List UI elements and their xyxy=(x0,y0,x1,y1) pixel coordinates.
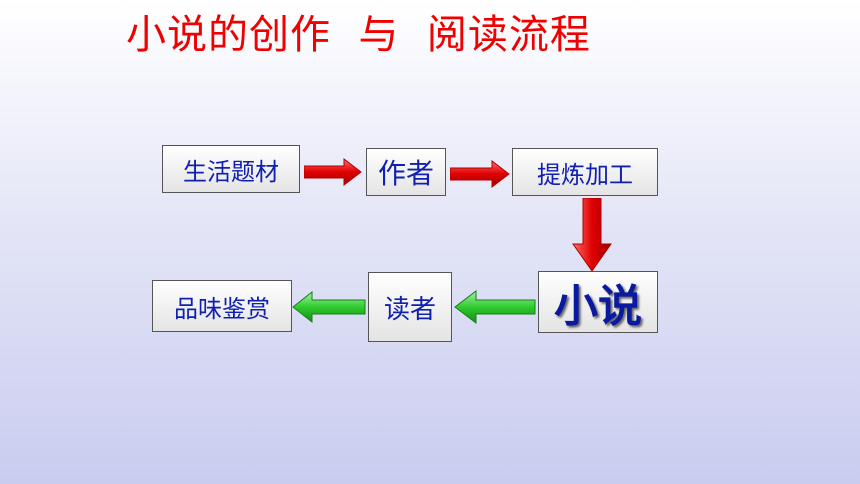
node-refine: 提炼加工 xyxy=(512,148,658,196)
arrow-left-icon xyxy=(454,290,536,324)
node-appreciate: 品味鉴赏 xyxy=(152,280,292,332)
arrow-right-icon xyxy=(304,158,362,186)
arrow-down-icon xyxy=(572,198,612,272)
node-reader: 读者 xyxy=(368,272,452,342)
page-title: 小说的创作 与 阅读流程 xyxy=(126,12,591,58)
arrow-left-icon xyxy=(292,291,366,323)
node-life-material: 生活题材 xyxy=(162,145,300,193)
node-author: 作者 xyxy=(366,148,446,196)
arrow-right-icon xyxy=(450,160,510,188)
node-novel: 小说 xyxy=(538,271,658,333)
